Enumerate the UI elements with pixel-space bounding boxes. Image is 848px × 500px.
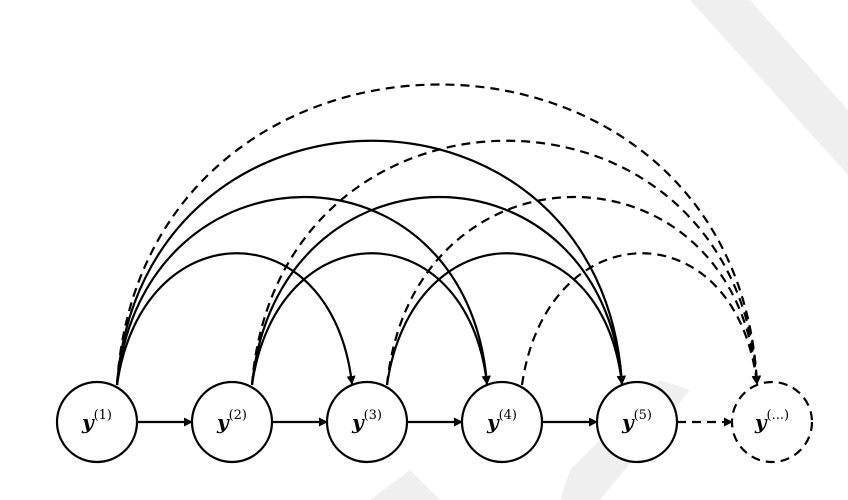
edge-n4-n6 — [520, 252, 761, 386]
node-label: y(4) — [486, 408, 517, 434]
edge-n2-n6 — [250, 139, 761, 386]
node-circle — [730, 380, 814, 464]
node-n4: y(4) — [460, 380, 544, 464]
node-circle — [460, 380, 544, 464]
node-label: y(1) — [81, 408, 112, 434]
node-label: y(5) — [621, 408, 652, 434]
node-n5: y(5) — [595, 380, 679, 464]
edge-n3-n5 — [385, 252, 626, 386]
node-circle — [55, 380, 139, 464]
edge-n3-n6 — [385, 196, 761, 386]
node-label: y(...) — [754, 408, 789, 434]
node-circle — [190, 380, 274, 464]
node-n3: y(3) — [325, 380, 409, 464]
node-label: y(3) — [351, 408, 382, 434]
node-circle — [325, 380, 409, 464]
edge-n2-n4 — [250, 252, 491, 386]
node-n2: y(2) — [190, 380, 274, 464]
node-label: y(2) — [216, 408, 247, 434]
edge-n1-n6 — [115, 83, 762, 386]
node-n6: y(...) — [730, 380, 814, 464]
edge-n1-n4 — [115, 196, 491, 386]
edge-n1-n5 — [115, 139, 626, 386]
nodes: y(1) y(2) y(3) y(4) y(5) y(...) — [55, 380, 814, 464]
edges — [115, 83, 762, 427]
edge-n1-n3 — [115, 252, 356, 386]
node-n1: y(1) — [55, 380, 139, 464]
node-circle — [595, 380, 679, 464]
edge-n2-n5 — [250, 196, 626, 386]
